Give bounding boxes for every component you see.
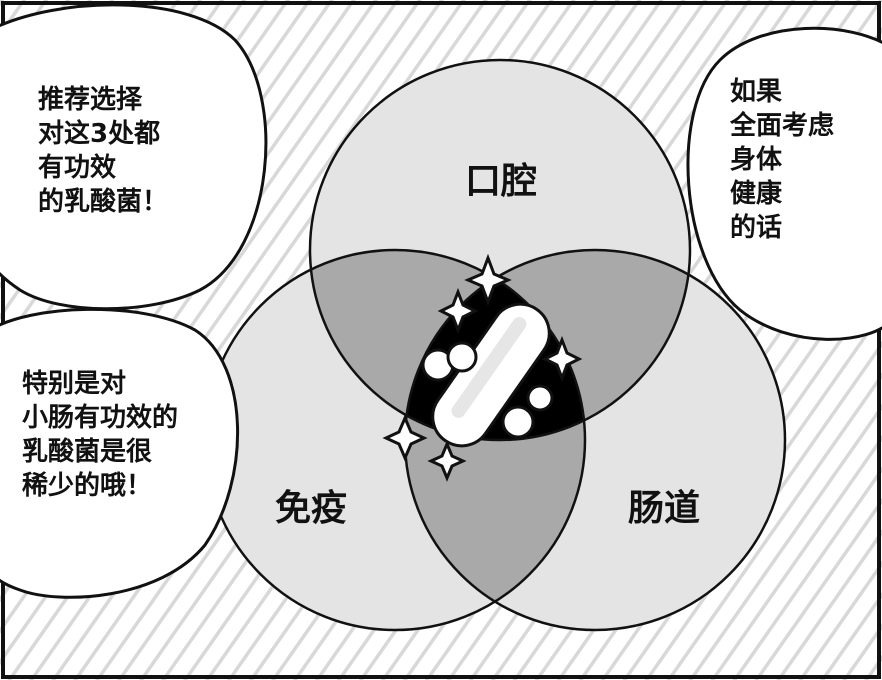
set-label-oral: 口腔: [465, 161, 537, 202]
svg-text:的乳酸菌！: 的乳酸菌！: [38, 186, 168, 217]
set-label-immune: 免疫: [275, 488, 347, 529]
svg-text:全面考虑: 全面考虑: [729, 110, 834, 141]
speech-bubble-top-left: [0, 3, 268, 311]
svg-text:小肠有功效的: 小肠有功效的: [22, 402, 178, 433]
svg-text:健康: 健康: [730, 178, 783, 209]
bubble-text-bottom-left: 特别是对 小肠有功效的 乳酸菌是很 稀少的哦！: [22, 368, 178, 501]
svg-text:对这3处都: 对这3处都: [38, 118, 160, 149]
speech-bubble-top-right: [686, 26, 882, 341]
bubble-text-top-right: 如果 全面考虑 身体 健康 的话: [729, 77, 834, 243]
bubble-text-top-left: 推荐选择 对这3处都 有功效 的乳酸菌！: [38, 85, 168, 217]
lactobacillus-icon: [421, 302, 554, 448]
sparkle-icon: [382, 253, 583, 482]
svg-text:如果: 如果: [730, 77, 782, 107]
svg-text:特别是对: 特别是对: [22, 368, 126, 399]
svg-text:的话: 的话: [730, 212, 782, 243]
svg-text:有功效: 有功效: [38, 152, 116, 183]
svg-text:稀少的哦！: 稀少的哦！: [22, 470, 152, 501]
svg-text:身体: 身体: [730, 144, 783, 175]
svg-text:推荐选择: 推荐选择: [38, 85, 143, 115]
set-label-intestine: 肠道: [628, 488, 700, 529]
svg-text:乳酸菌是很: 乳酸菌是很: [22, 437, 152, 467]
speech-bubble-bottom-left: [0, 307, 240, 599]
